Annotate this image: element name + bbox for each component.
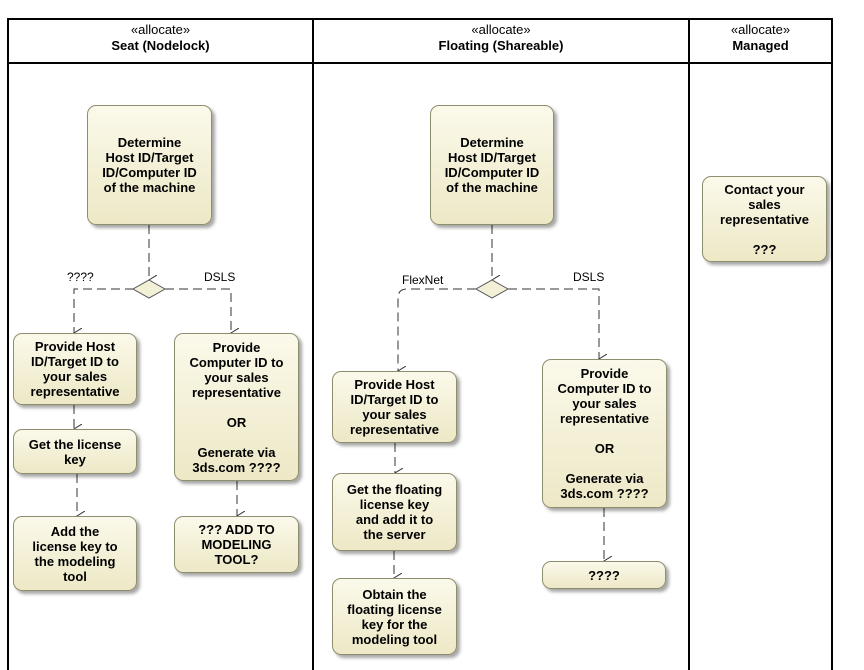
action-node: ???? [542,561,666,589]
decision-node [474,279,510,299]
action-node: Add the license key to the modeling tool [13,516,137,591]
action-node: Determine Host ID/Target ID/Computer ID … [87,105,212,225]
action-node: Provide Host ID/Target ID to your sales … [13,333,137,405]
action-node: Determine Host ID/Target ID/Computer ID … [430,105,554,225]
action-node: Get the floating license key and add it … [332,473,457,551]
flow-edge [74,288,134,333]
action-node: Contact your sales representative ??? [702,176,827,262]
lane-header-divider [7,62,833,64]
action-node: Provide Host ID/Target ID to your sales … [332,371,457,443]
action-node: ??? ADD TO MODELING TOOL? [174,516,299,573]
swimlane-frame [7,18,833,670]
lane-stereotype: «allocate» [471,22,531,37]
decision-node [131,279,167,299]
lane-divider [688,18,690,670]
guard-label: DSLS [203,270,237,284]
flow-edge [508,288,599,359]
action-node: Obtain the floating license key for the … [332,578,457,655]
lane-title: Floating (Shareable) [438,38,564,53]
action-node: Get the license key [13,429,137,474]
flow-edge [398,288,476,371]
guard-label: DSLS [572,270,606,284]
lane-header-managed: «allocate» Managed [690,22,831,54]
lane-stereotype: «allocate» [730,22,791,37]
guard-label: FlexNet [401,273,445,287]
action-node: Provide Computer ID to your sales repres… [542,359,667,508]
guard-label: ???? [66,270,95,284]
lane-divider [312,18,314,670]
lane-header-seat: «allocate» Seat (Nodelock) [9,22,312,54]
flow-edge [165,288,231,333]
action-node: Provide Computer ID to your sales repres… [174,333,299,481]
lane-title: Seat (Nodelock) [111,38,210,53]
lane-stereotype: «allocate» [130,22,191,37]
lane-title: Managed [732,38,789,53]
lane-header-floating: «allocate» Floating (Shareable) [314,22,688,54]
